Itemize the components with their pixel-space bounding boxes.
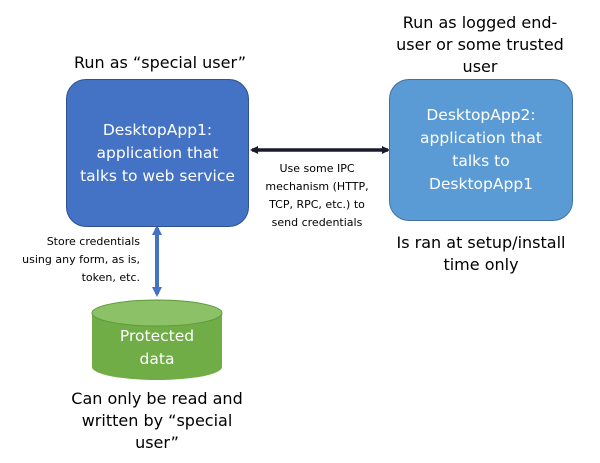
app2-note: Is ran at setup/install time only — [385, 232, 577, 276]
store-note-line: using any form, as is, — [22, 253, 140, 266]
app2-caption-line: user — [462, 57, 498, 76]
protected-data-line: data — [139, 350, 175, 368]
protected-data-caption: Can only be read and written by “special… — [57, 388, 257, 454]
ipc-note-line: TCP, RPC, etc.) to — [269, 198, 365, 211]
protected-data-node: Protected data — [92, 322, 222, 374]
desktop-app2-line: talks to — [452, 152, 510, 170]
store-credentials-note: Store credentials using any form, as is,… — [8, 233, 140, 287]
ipc-note-line: mechanism (HTTP, — [265, 180, 369, 193]
app1-caption: Run as “special user” — [73, 53, 247, 72]
desktop-app2-line: application that — [420, 129, 542, 147]
desktop-app2-line: DesktopApp1 — [428, 175, 534, 193]
desktop-app1-line: application that — [96, 143, 219, 162]
app2-caption-line: Run as logged end- — [402, 13, 558, 32]
db-caption-line: user” — [135, 433, 179, 452]
ipc-note: Use some IPC mechanism (HTTP, TCP, RPC, … — [252, 160, 382, 232]
desktop-app2-line: DesktopApp2: — [426, 106, 536, 124]
protected-data-cylinder — [91, 299, 223, 380]
app2-caption-line: user or some trusted — [396, 35, 564, 54]
protected-data-line: Protected — [119, 327, 195, 345]
app2-note-line: Is ran at setup/install — [396, 233, 566, 252]
store-note-line: token, etc. — [81, 271, 140, 284]
db-caption-line: written by “special — [81, 411, 233, 430]
desktop-app2-node: DesktopApp2: application that talks to D… — [389, 79, 573, 221]
store-note-line: Store credentials — [46, 235, 140, 248]
app2-note-line: time only — [443, 255, 519, 274]
desktop-app1-node: DesktopApp1: application that talks to w… — [66, 79, 249, 227]
ipc-note-line: Use some IPC — [279, 162, 355, 175]
desktop-app1-line: DesktopApp1: — [102, 120, 213, 139]
desktop-app1-line: talks to web service — [80, 166, 235, 185]
app2-caption: Run as logged end- user or some trusted … — [385, 12, 575, 78]
ipc-note-line: send credentials — [271, 216, 363, 229]
db-caption-line: Can only be read and — [71, 389, 243, 408]
